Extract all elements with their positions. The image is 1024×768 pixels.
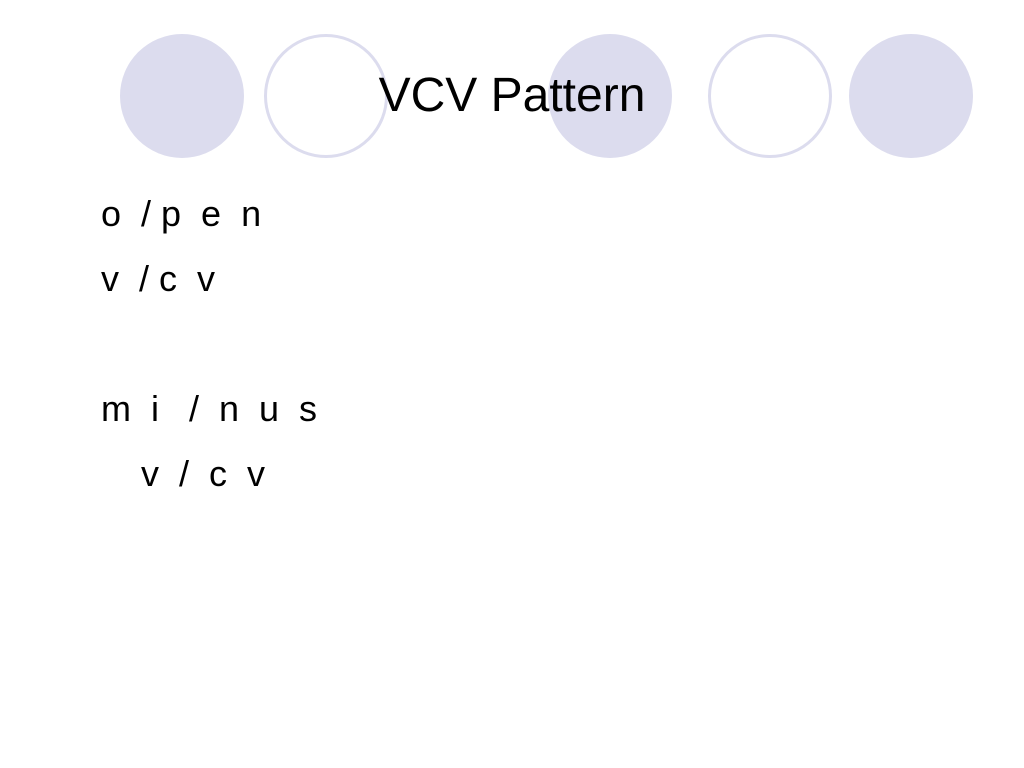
- decorative-circle-filled: [849, 34, 973, 158]
- slide-title: VCV Pattern: [378, 69, 646, 122]
- pattern-line-open: v / c v: [101, 258, 216, 299]
- syllable-line-minus: m i / n u s: [101, 388, 318, 429]
- pattern-line-minus: v / c v: [101, 453, 266, 494]
- decorative-circle-outline: [264, 34, 388, 158]
- syllable-line-open: o / p e n: [101, 193, 262, 234]
- decorative-circle-filled: [120, 34, 244, 158]
- decorative-circle-outline: [708, 34, 832, 158]
- decorative-circle-filled: [548, 34, 672, 158]
